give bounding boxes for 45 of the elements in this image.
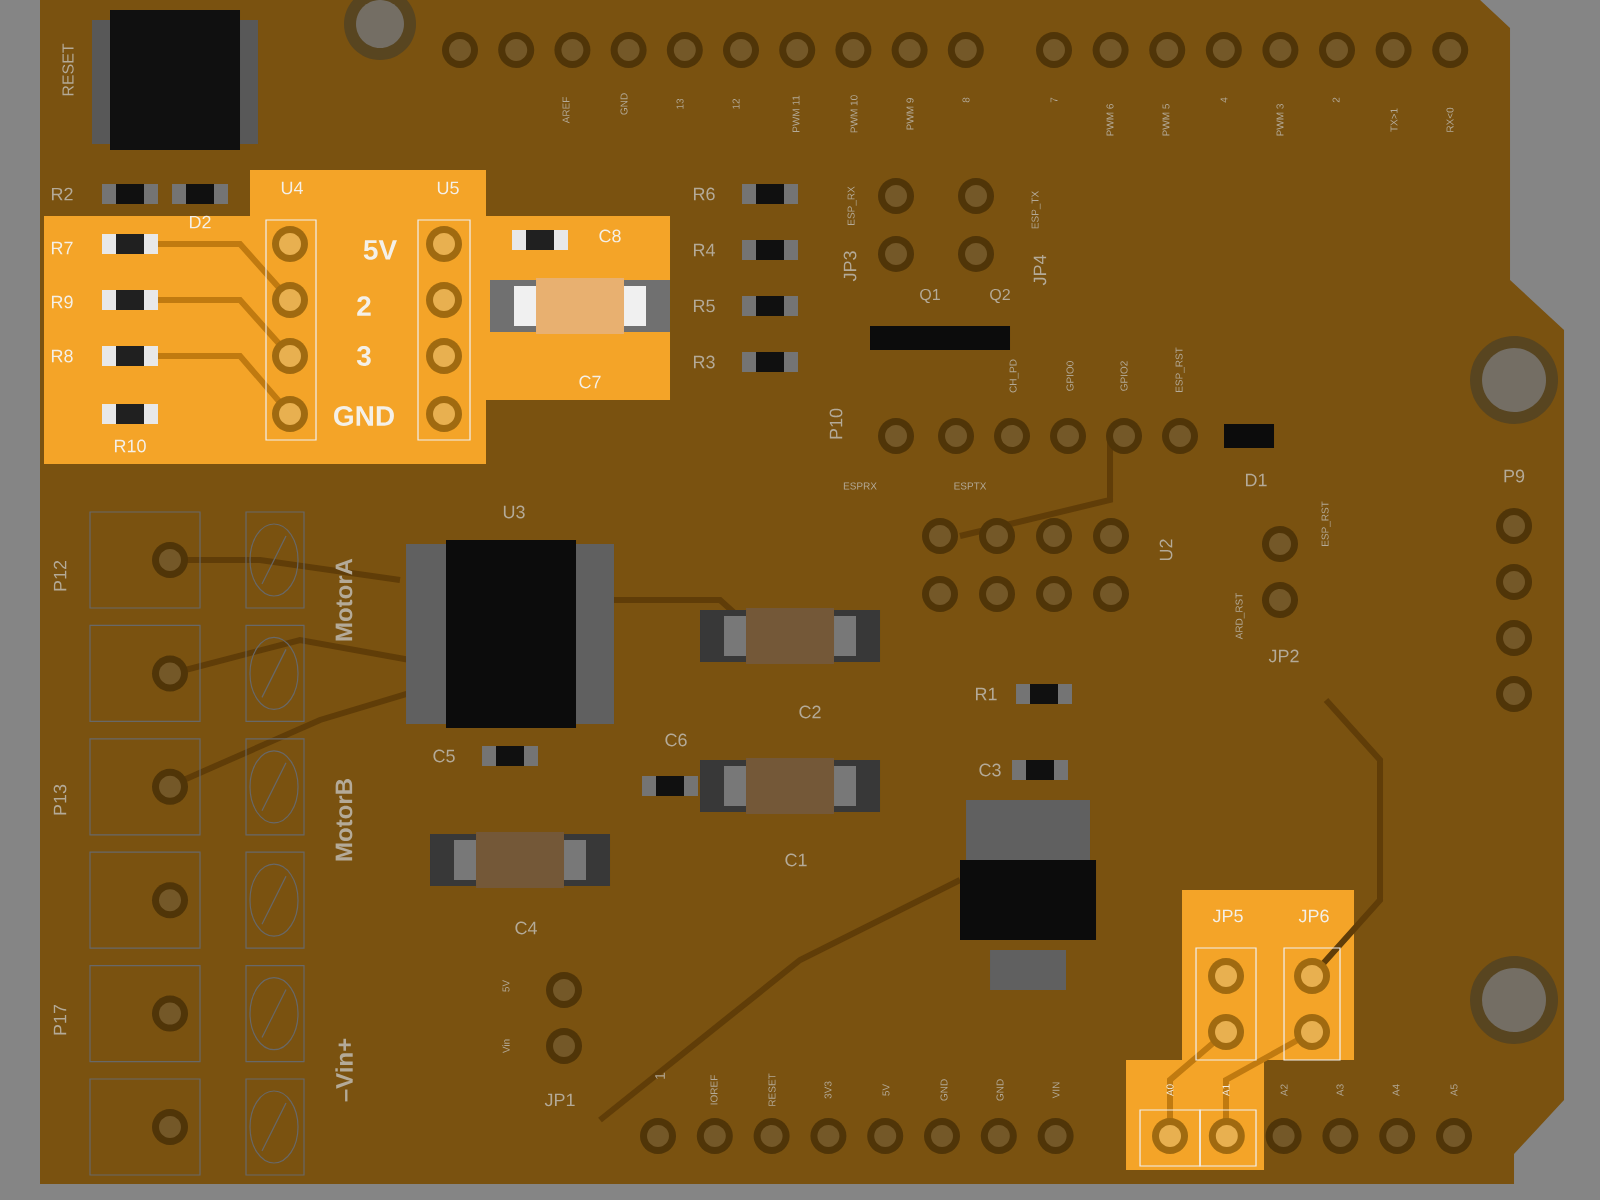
silkscreen-label: P13 bbox=[53, 784, 67, 815]
silkscreen-label: R9 bbox=[51, 295, 73, 309]
silkscreen-label: D1 bbox=[1246, 473, 1267, 487]
silkscreen-label: P9 bbox=[1504, 469, 1525, 483]
silkscreen-label: C6 bbox=[665, 733, 687, 747]
silkscreen-label: C4 bbox=[515, 921, 537, 935]
silkscreen-label: C3 bbox=[979, 763, 1001, 777]
silkscreen-label: JP6 bbox=[1298, 909, 1329, 923]
silkscreen-label: C8 bbox=[599, 229, 621, 243]
silkscreen-label: JP3 bbox=[843, 251, 857, 282]
silkscreen-label: JP5 bbox=[1212, 909, 1243, 923]
silkscreen-label: R3 bbox=[694, 355, 715, 369]
silkscreen-label: 5V bbox=[363, 240, 397, 260]
silkscreen-label: 2 bbox=[357, 296, 371, 316]
silkscreen-label: C1 bbox=[785, 853, 807, 867]
silkscreen-label: C5 bbox=[433, 749, 455, 763]
silkscreen-label: JP4 bbox=[1033, 255, 1047, 286]
silkscreen-label: D2 bbox=[190, 215, 211, 229]
silkscreen-label: R10 bbox=[114, 439, 146, 453]
silkscreen-label: GND bbox=[334, 406, 394, 426]
silkscreen-label: R4 bbox=[694, 243, 715, 257]
silkscreen-label: 3 bbox=[356, 346, 371, 366]
silkscreen-label: P10 bbox=[829, 408, 843, 439]
silkscreen-label: P12 bbox=[53, 560, 67, 591]
silkscreen-label: R2 bbox=[51, 187, 73, 201]
silkscreen-label: Q2 bbox=[990, 288, 1010, 304]
silkscreen-label: C7 bbox=[579, 375, 601, 389]
silkscreen-label: –Vin+ bbox=[335, 1038, 353, 1102]
silkscreen-label: U5 bbox=[437, 181, 459, 195]
silkscreen-label: U2 bbox=[1159, 539, 1173, 561]
silkscreen-label: P17 bbox=[53, 1004, 67, 1035]
silkscreen-label: MotorA bbox=[335, 558, 353, 641]
silkscreen-label: U4 bbox=[281, 181, 303, 195]
silkscreen-label: RESET bbox=[62, 43, 74, 96]
silkscreen-label: U3 bbox=[503, 505, 525, 519]
silkscreen-label: R7 bbox=[51, 241, 73, 255]
silkscreen-label: Q1 bbox=[920, 288, 940, 304]
silkscreen-label: R6 bbox=[694, 187, 715, 201]
silkscreen-label: JP2 bbox=[1268, 649, 1299, 663]
silkscreen-label: R1 bbox=[976, 687, 997, 701]
silkscreen-label: JP1 bbox=[544, 1093, 575, 1107]
silkscreen-label: R8 bbox=[51, 349, 73, 363]
silkscreen-label: R5 bbox=[694, 299, 715, 313]
silkscreen-label: MotorB bbox=[335, 779, 353, 861]
silkscreen-label: C2 bbox=[799, 705, 821, 719]
